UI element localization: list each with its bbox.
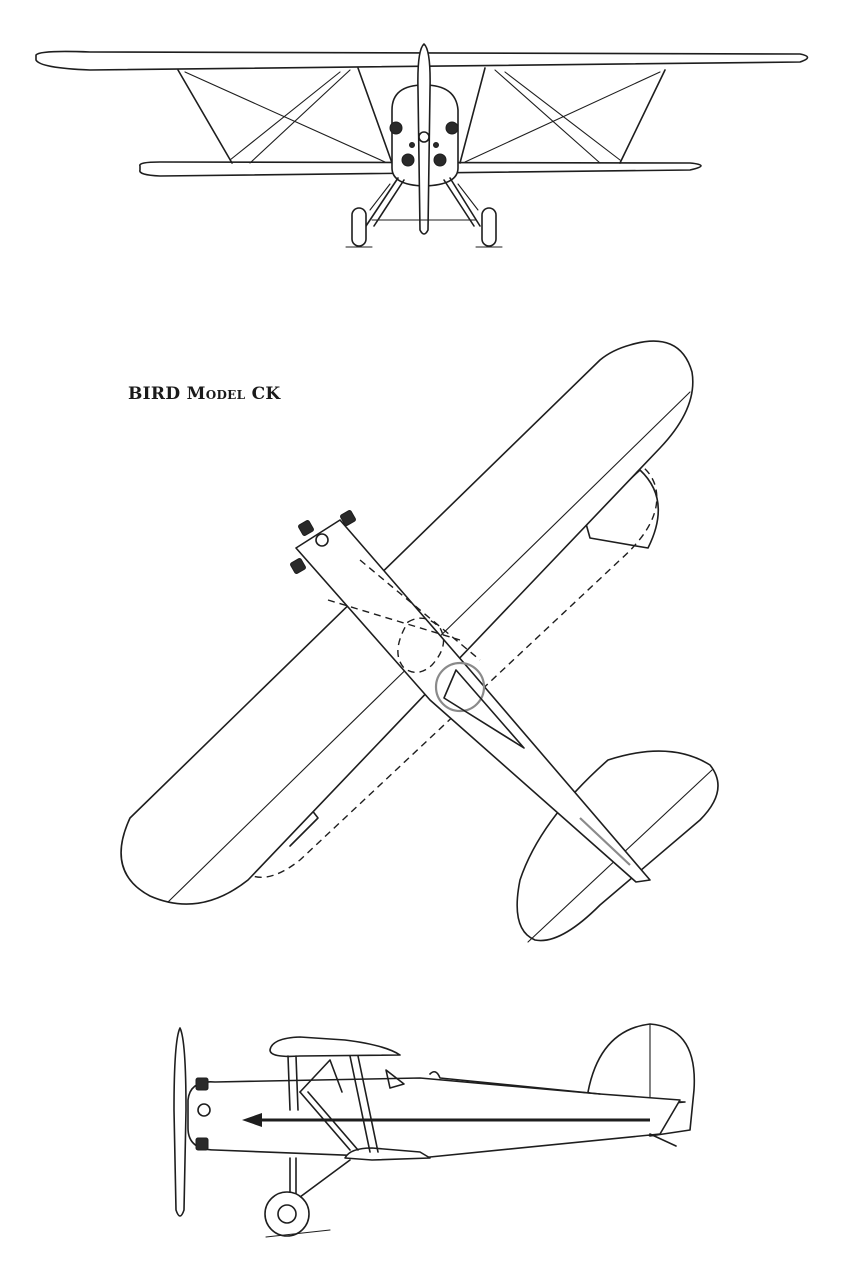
side-interplane-struts <box>287 1055 405 1153</box>
drawing-caption: BIRD Model CK <box>128 384 281 404</box>
plan-lower-wingtip-right <box>584 469 660 549</box>
side-fuselage <box>187 1077 681 1159</box>
side-upper-wing <box>269 1036 401 1058</box>
front-right-struts <box>459 67 666 164</box>
front-left-struts <box>177 67 393 164</box>
plan-cockpit-fairing <box>443 669 525 749</box>
plan-cabane-dashed-2 <box>359 559 481 661</box>
side-engine-cylinders <box>195 1077 211 1151</box>
plan-cockpit-ring <box>434 661 486 713</box>
side-centerline-arrow <box>242 1113 650 1127</box>
front-landing-gear <box>345 177 503 248</box>
plan-engine-cylinders <box>290 510 356 574</box>
front-spinner <box>418 131 430 143</box>
plan-cabane-dashed-1 <box>327 599 461 641</box>
plan-fuselage <box>295 519 651 883</box>
side-turtledeck <box>429 1070 601 1095</box>
side-tail-skid <box>649 1133 677 1147</box>
side-landing-gear <box>264 1157 351 1238</box>
side-propeller <box>173 1027 187 1217</box>
plan-center-section <box>397 617 445 673</box>
side-lower-wing <box>344 1147 431 1161</box>
plan-rudder-post <box>579 817 631 866</box>
